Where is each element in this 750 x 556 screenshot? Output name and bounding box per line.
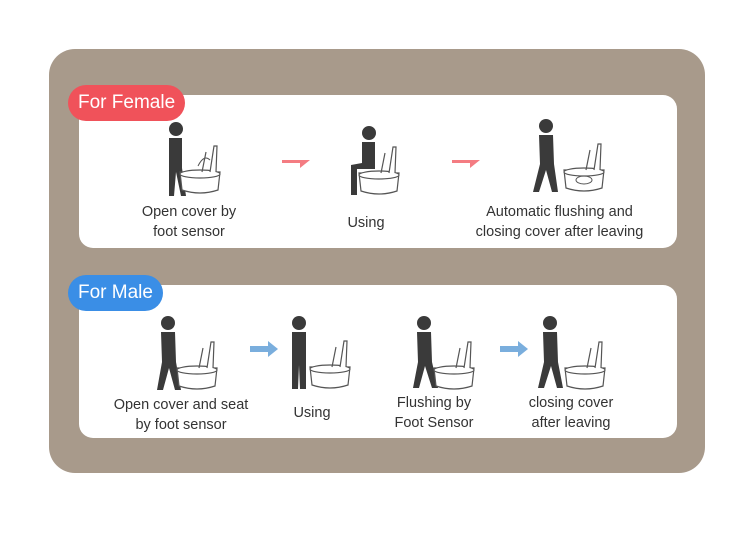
person-standing-foot-sensor-icon xyxy=(169,122,221,196)
male-panel xyxy=(79,285,677,438)
person-seated-toilet-icon xyxy=(351,126,400,195)
female-step-1-caption: Open cover by foot sensor xyxy=(141,204,237,240)
person-standing-toilet-icon xyxy=(292,316,351,389)
person-walking-away-icon xyxy=(538,316,606,390)
female-step-3-caption: Automatic flushing and closing cover aft… xyxy=(475,204,644,240)
person-standing-foot-sensor-icon xyxy=(157,316,218,390)
female-tag: For Female xyxy=(68,85,186,121)
person-foot-flush-icon xyxy=(413,316,475,390)
male-step-3-caption: Flushing by Foot Sensor xyxy=(394,395,474,431)
male-step-1-caption: Open cover and seat by foot sensor xyxy=(113,397,249,433)
male-arrow-1 xyxy=(250,340,280,363)
female-arrow-1 xyxy=(282,152,312,183)
person-walking-away-flush-icon xyxy=(533,119,605,192)
male-step-2-caption: Using xyxy=(293,405,331,421)
male-step-4-caption: closing cover after leaving xyxy=(528,395,614,431)
female-arrow-2 xyxy=(452,152,482,183)
male-arrow-2 xyxy=(500,340,530,363)
male-tag: For Male xyxy=(68,275,163,311)
female-step-2-caption: Using xyxy=(347,215,385,231)
